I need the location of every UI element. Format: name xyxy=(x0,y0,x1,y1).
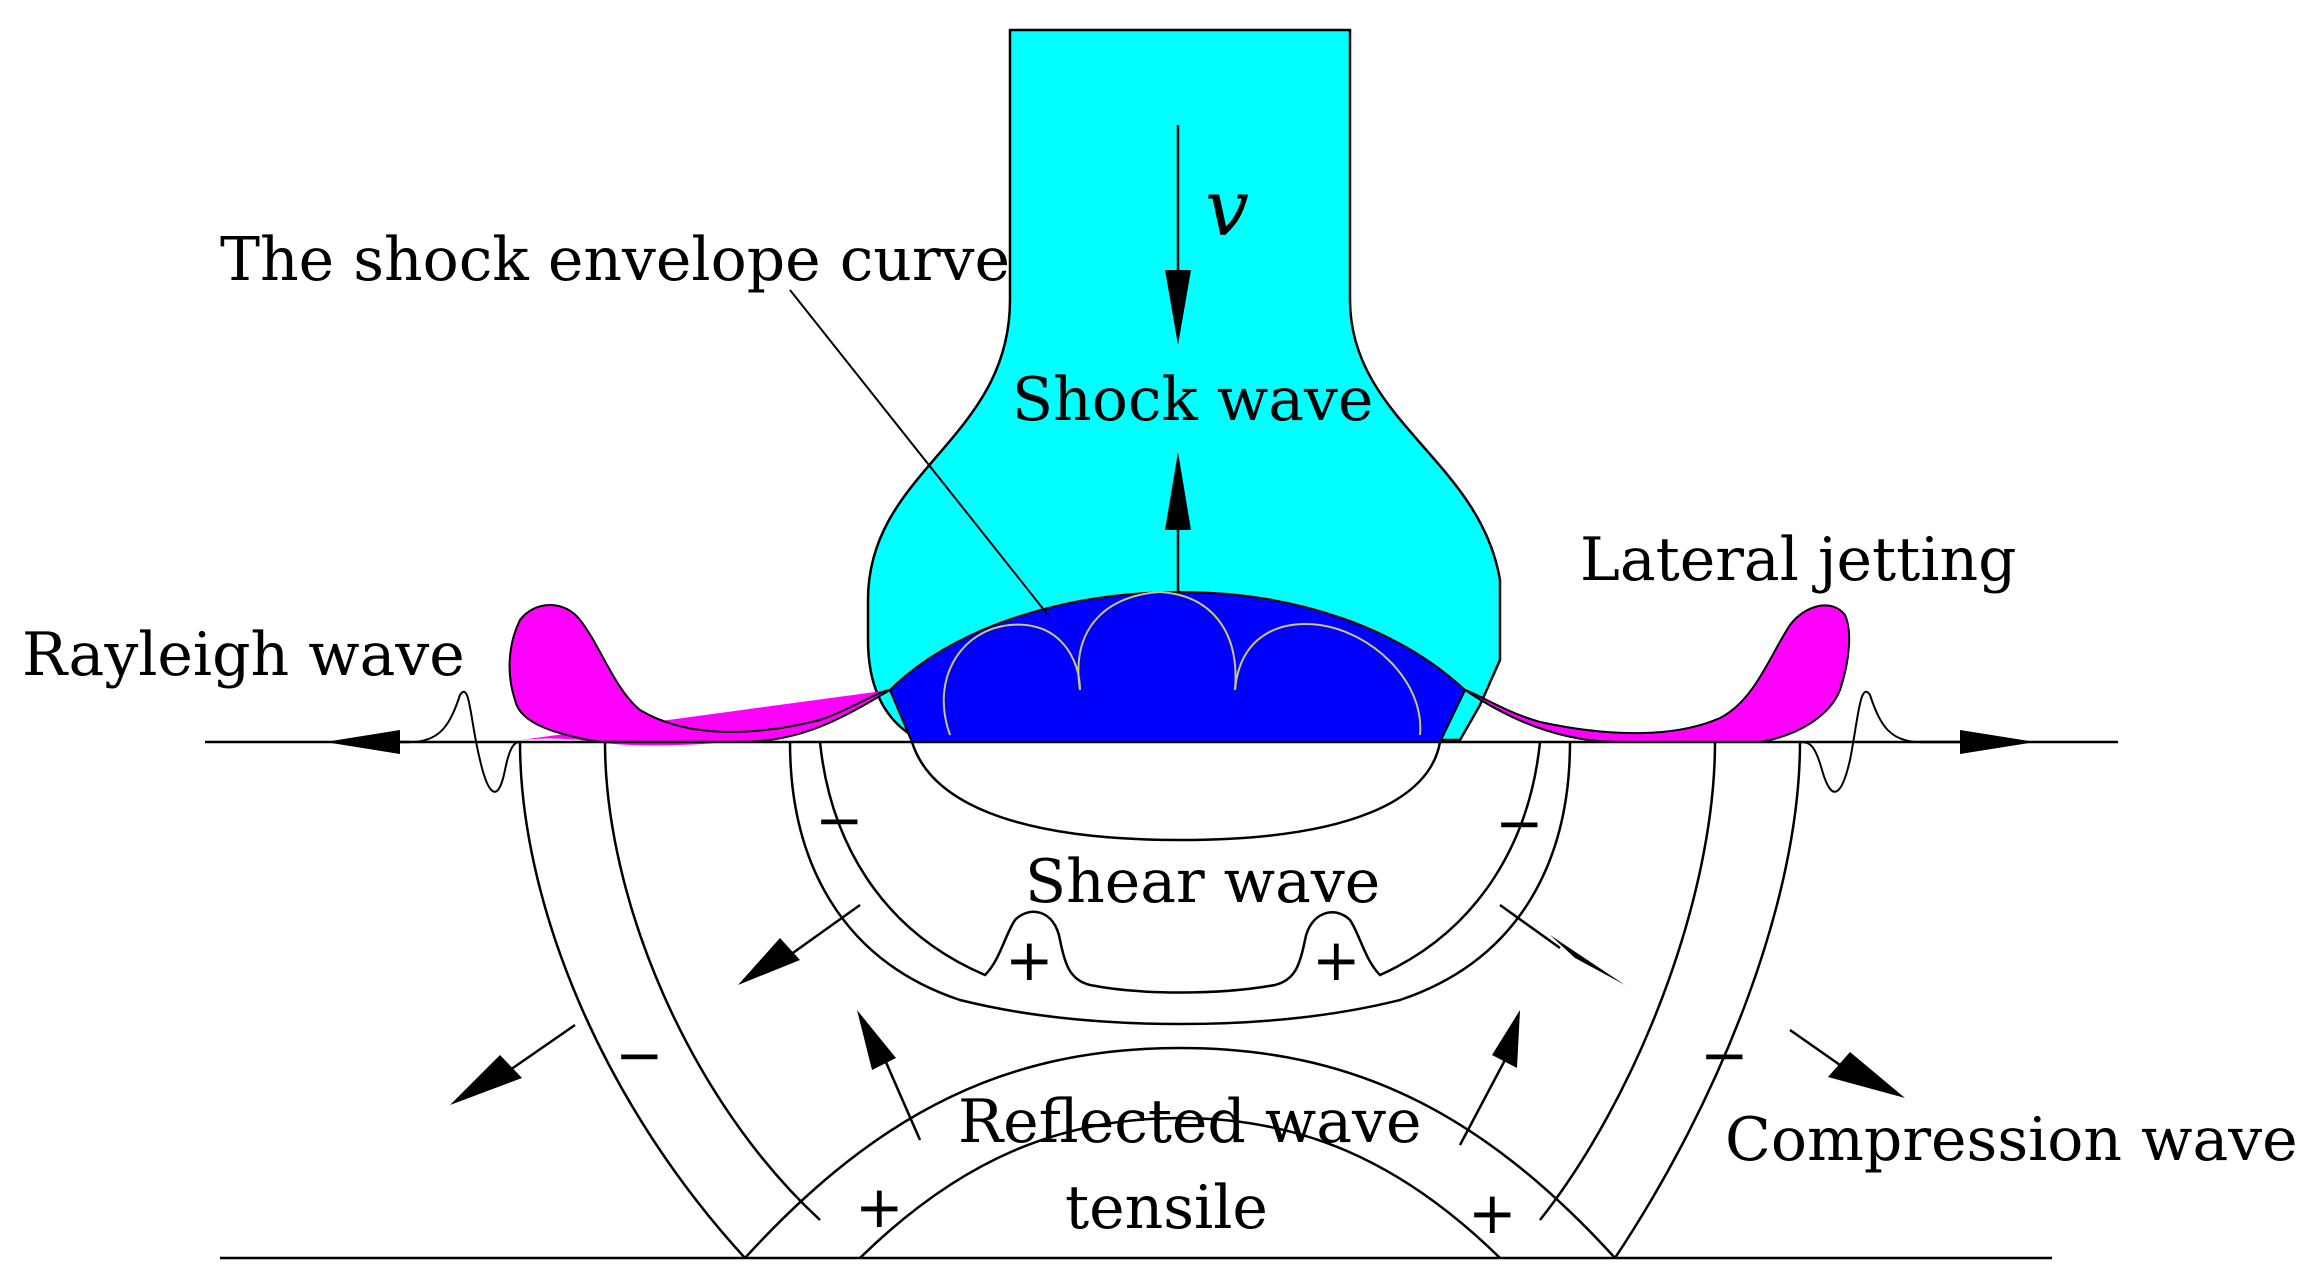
rayleigh-arrow-left xyxy=(325,730,410,754)
compression-minus-left: − xyxy=(615,1021,664,1089)
lateral-jetting-label: Lateral jetting xyxy=(1580,525,2017,595)
reflected-plus-left: + xyxy=(855,1173,904,1241)
reflected-wave-inner xyxy=(859,1116,1501,1259)
velocity-label: v xyxy=(1205,164,1249,254)
compression-wave-label: Compression wave xyxy=(1725,1105,2298,1175)
shock-wave-label: Shock wave xyxy=(1012,365,1373,435)
rayleigh-wave-right-shape xyxy=(1799,691,1921,793)
reflected-wave-outer xyxy=(744,1046,1616,1259)
shear-minus-left: − xyxy=(815,786,864,854)
shear-minus-right: − xyxy=(1495,789,1544,857)
shear-wave-label: Shear wave xyxy=(1025,847,1380,917)
reflected-arrow-right xyxy=(1458,1010,1520,1146)
rayleigh-arrow-right xyxy=(1920,730,2035,754)
compression-wave-outer xyxy=(518,741,746,1259)
envelope-label: The shock envelope curve xyxy=(220,225,1010,295)
shear-wave-outer xyxy=(788,741,1572,1026)
rayleigh-wave-label: Rayleigh wave xyxy=(22,620,465,690)
reflected-arrow-left xyxy=(857,1010,922,1141)
shear-plus-right: + xyxy=(1312,926,1361,994)
shock-wave-arrow xyxy=(1165,452,1191,592)
shear-plus-left: + xyxy=(1005,926,1054,994)
rayleigh-wave-left-shape xyxy=(409,691,521,793)
shear-arrow-right xyxy=(1499,903,1625,985)
shock-zone xyxy=(888,590,1467,743)
compression-wave-inner xyxy=(603,741,821,1221)
reflected-wave-label: Reflected wave xyxy=(958,1087,1421,1157)
compression-minus-right: − xyxy=(1700,1021,1749,1089)
envelope-leader-line xyxy=(789,289,1049,616)
compression-arrow-right xyxy=(1789,1028,1905,1098)
reflected-plus-right: + xyxy=(1468,1179,1517,1247)
shear-arrow-left xyxy=(738,903,861,985)
compression-wave-right-inner xyxy=(1539,741,1717,1221)
tensile-label: tensile xyxy=(1065,1173,1268,1243)
compression-arrow-left xyxy=(450,1023,576,1105)
compression-wave-right-outer xyxy=(1613,741,1802,1259)
envelope-wavelets xyxy=(942,590,1422,736)
shear-wave-dome xyxy=(910,741,1442,842)
lateral-jetting-right-lobe xyxy=(1439,604,1851,743)
particle-body xyxy=(866,28,1502,742)
velocity-arrow xyxy=(1165,125,1191,345)
shear-wave-inner xyxy=(818,741,1542,994)
